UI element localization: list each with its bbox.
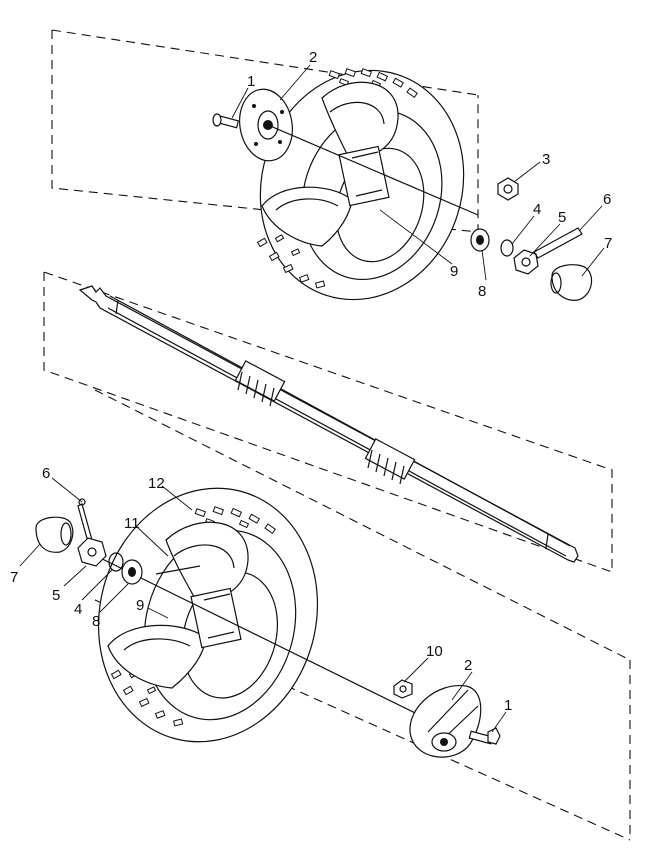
callout-bottom-1: 1: [504, 697, 512, 714]
callout-bottom-10: 10: [426, 643, 443, 660]
top-wheel-boundary: [51, 29, 479, 233]
callout-bottom-6: 6: [42, 465, 50, 482]
top-washer-4: [500, 239, 514, 257]
callout-bottom-9: 9: [136, 597, 144, 614]
top-bolt: [212, 113, 240, 129]
top-castle-nut-5: [513, 249, 539, 275]
callout-top-9: 9: [450, 263, 458, 280]
callout-bottom-4: 4: [74, 601, 82, 618]
bottom-cotter-pin-6: [77, 498, 93, 543]
callout-labels: 1 2 3 4 5 6 7 8 9 6 7 5 4 8 9 11 12 10 2…: [10, 49, 612, 714]
callout-top-1: 1: [247, 73, 255, 90]
bottom-washer-8: [121, 559, 143, 585]
bottom-castle-nut-5: [77, 537, 107, 567]
callout-bottom-2: 2: [464, 657, 472, 674]
callout-top-6: 6: [603, 191, 611, 208]
bottom-wheel-rim: [107, 521, 249, 689]
callout-bottom-5: 5: [52, 587, 60, 604]
axle-boundary: [43, 271, 613, 573]
bottom-washer-4: [108, 552, 124, 572]
top-wheel-rim: [261, 81, 399, 247]
callout-top-2: 2: [309, 49, 317, 66]
top-dust-cap-7: [550, 264, 593, 301]
bottom-dust-cap-7: [35, 516, 74, 553]
bottom-hub: [409, 685, 482, 758]
callout-bottom-7: 7: [10, 569, 18, 586]
callout-top-7: 7: [604, 235, 612, 252]
callout-top-3: 3: [542, 151, 550, 168]
top-tire-tread: [256, 68, 418, 289]
bottom-nut-10: [393, 679, 413, 699]
axle-spline-left: [237, 371, 275, 407]
top-washer-8: [470, 228, 490, 252]
callout-bottom-12: 12: [148, 475, 165, 492]
callout-bottom-8: 8: [92, 613, 100, 630]
axle-shaft: [78, 285, 579, 563]
callout-bottom-11: 11: [124, 515, 140, 532]
top-nut-3: [497, 177, 519, 201]
callout-top-8: 8: [478, 283, 486, 300]
callout-top-5: 5: [558, 209, 566, 226]
bottom-bolt-1: [468, 727, 501, 745]
axle-spline-right: [367, 449, 405, 485]
callout-top-4: 4: [533, 201, 541, 218]
leader-lines: [19, 64, 605, 733]
top-hub: [239, 88, 293, 162]
top-cotter-pin-6: [533, 227, 583, 259]
